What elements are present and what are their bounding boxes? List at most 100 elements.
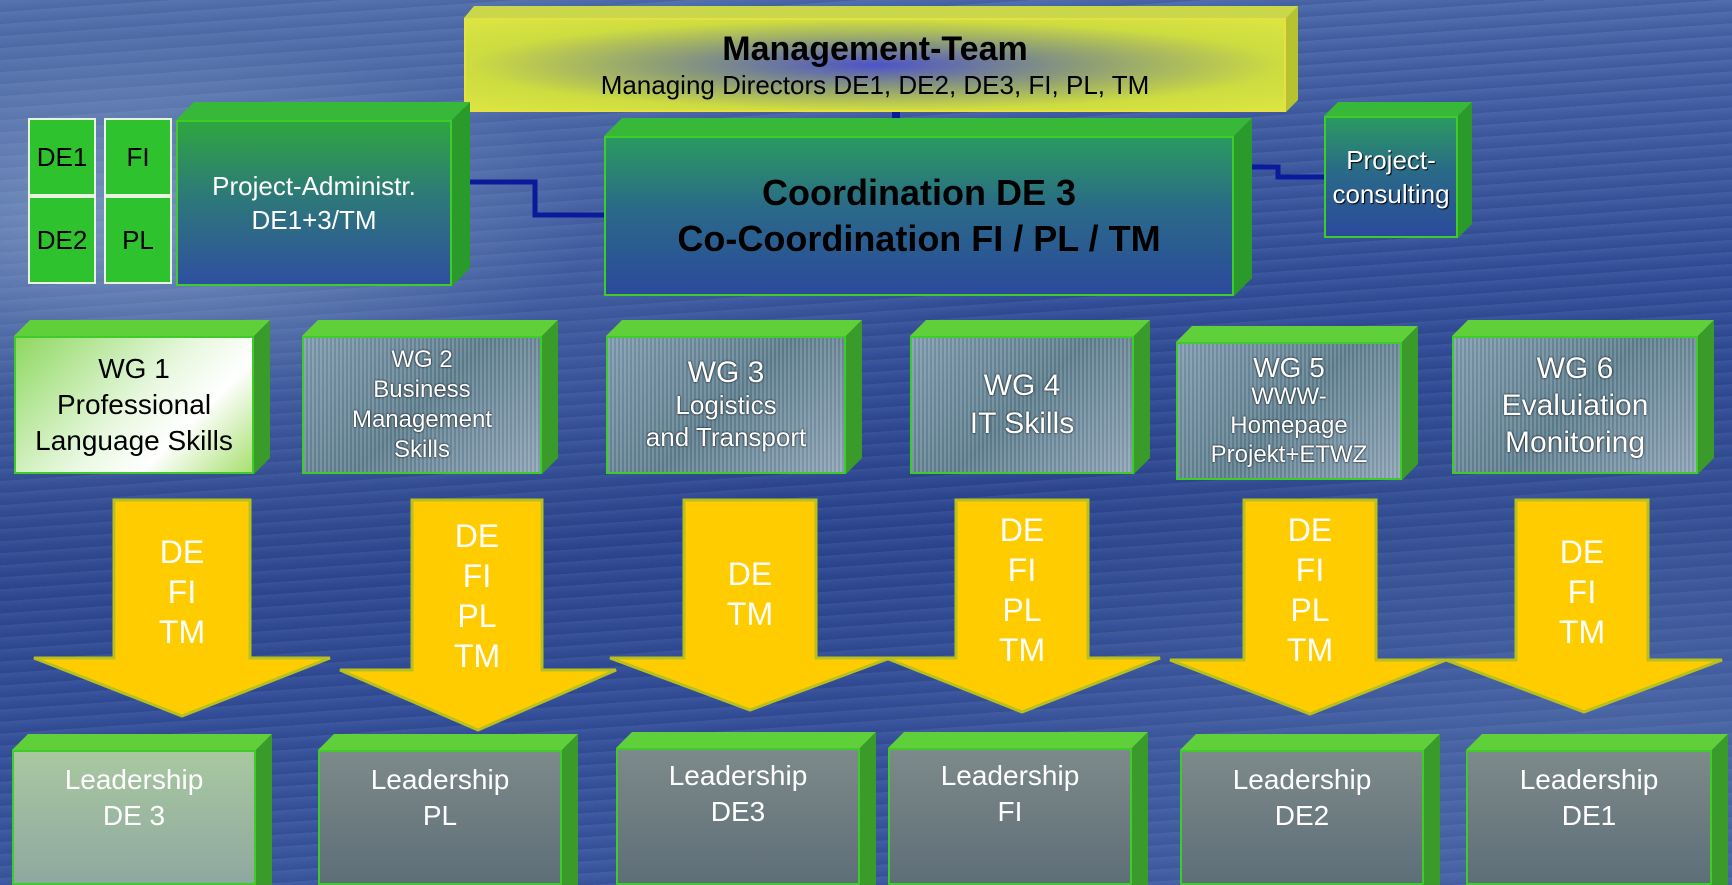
wg5-line2: WWW- <box>1251 383 1327 410</box>
lead3-side-face <box>860 732 876 885</box>
management-title: Management-Team <box>722 30 1028 68</box>
arrow-2-line1: DE <box>454 518 500 554</box>
lead3-line1: Leadership <box>668 760 808 791</box>
arrow-5 <box>1169 498 1447 716</box>
leadership-box-5: Leadership DE2 <box>1180 734 1440 885</box>
coordination-box: Coordination DE 3 Co-Coordination FI / P… <box>604 118 1252 296</box>
wg6-line1: WG 6 <box>1536 351 1614 385</box>
arrow-6 <box>1445 498 1723 714</box>
arrow-4-label: DE FI PL TM <box>962 510 1082 670</box>
lead1-line1: Leadership <box>64 764 204 795</box>
partner-cell-de1: DE1 <box>28 118 96 196</box>
lead3-top-face <box>616 732 876 748</box>
arrow-4 <box>885 498 1161 714</box>
working-group-5: WG 5 WWW- Homepage Projekt+ETWZ <box>1176 326 1418 480</box>
arrow-4-line3: PL <box>1002 592 1042 628</box>
lead4-top-face <box>888 732 1148 748</box>
admin-connector <box>470 179 605 218</box>
wg3-top-face <box>606 320 862 336</box>
working-group-2: WG 2 Business Management Skills <box>302 320 558 474</box>
wg3-line1: WG 3 <box>687 356 765 389</box>
arrow-2-label: DE FI PL TM <box>418 516 536 676</box>
consulting-line1: Project- <box>1346 145 1436 175</box>
management-side-face <box>1286 6 1298 112</box>
arrow-1-line3: TM <box>158 614 206 650</box>
arrow-1-line2: FI <box>167 574 197 610</box>
arrow-4-line4: TM <box>998 632 1046 668</box>
arrow-1 <box>33 498 331 718</box>
leadership-box-2: Leadership PL <box>318 734 578 885</box>
lead2-line1: Leadership <box>370 764 510 795</box>
coordination-top-face <box>604 118 1252 136</box>
lead5-side-face <box>1424 734 1440 885</box>
wg5-top-face <box>1176 326 1418 342</box>
wg6-line3: Monitoring <box>1504 425 1646 459</box>
lead3-line2: DE3 <box>710 796 766 827</box>
consulting-connector <box>1230 164 1326 180</box>
lead4-side-face <box>1132 732 1148 885</box>
project-consulting-box: Project- consulting <box>1324 102 1472 238</box>
lead5-top-face <box>1180 734 1440 750</box>
lead4-line2: FI <box>997 796 1023 827</box>
wg3-side-face <box>846 320 862 474</box>
wg5-line3: Homepage <box>1230 412 1348 439</box>
admin-top-face <box>176 102 470 120</box>
wg5-side-face <box>1402 326 1418 480</box>
management-top-face <box>464 6 1298 18</box>
wg5-line4: Projekt+ETWZ <box>1210 441 1368 468</box>
lead5-line2: DE2 <box>1274 800 1330 831</box>
wg4-top-face <box>910 320 1150 336</box>
consulting-side-face <box>1458 102 1472 238</box>
arrow-5-line1: DE <box>1287 512 1333 548</box>
arrow-4-line2: FI <box>1007 552 1037 588</box>
wg3-line2: Logistics <box>675 390 777 420</box>
leadership-box-4: Leadership FI <box>888 732 1148 885</box>
leadership-box-3: Leadership DE3 <box>616 732 876 885</box>
partner-cell-pl: PL <box>104 196 172 284</box>
wg1-top-face <box>14 320 270 336</box>
lead1-line2: DE 3 <box>102 800 166 831</box>
arrow-5-line4: TM <box>1286 632 1334 668</box>
lead6-top-face <box>1466 734 1728 750</box>
wg1-line2: Professional <box>56 389 212 420</box>
arrow-2-line4: TM <box>453 638 501 674</box>
partner-cell-fi: FI <box>104 118 172 196</box>
admin-side-face <box>452 102 470 286</box>
working-group-1: WG 1 Professional Language Skills <box>14 320 270 474</box>
partner-grid: DE1 FI DE2 PL <box>28 118 176 286</box>
coordination-side-face <box>1234 118 1252 296</box>
arrow-5-line3: PL <box>1290 592 1330 628</box>
lead2-side-face <box>562 734 578 885</box>
working-group-3: WG 3 Logistics and Transport <box>606 320 862 474</box>
wg1-side-face <box>254 320 270 474</box>
leadership-box-6: Leadership DE1 <box>1466 734 1728 885</box>
admin-line1: Project-Administr. <box>212 171 416 201</box>
coordination-line1: Coordination DE 3 <box>762 172 1076 213</box>
wg5-line1: WG 5 <box>1253 352 1325 383</box>
arrow-2-line3: PL <box>457 598 497 634</box>
lead6-side-face <box>1712 734 1728 885</box>
arrow-6-line3: TM <box>1558 614 1606 650</box>
arrow-3-line2: TM <box>726 596 774 632</box>
arrow-6-label: DE FI TM <box>1522 532 1642 652</box>
wg2-line3: Management <box>351 406 493 433</box>
leadership-box-1: Leadership DE 3 <box>12 734 272 885</box>
wg2-line1: WG 2 <box>391 346 453 373</box>
lead6-line2: DE1 <box>1561 800 1617 831</box>
wg1-line1: WG 1 <box>98 353 170 384</box>
arrow-2-line2: FI <box>462 558 492 594</box>
lead2-top-face <box>318 734 578 750</box>
coordination-line2: Co-Coordination FI / PL / TM <box>677 218 1161 259</box>
project-administration-box: Project-Administr. DE1+3/TM <box>176 102 470 286</box>
working-group-6: WG 6 Evaluiation Monitoring <box>1452 320 1714 474</box>
wg2-line4: Skills <box>393 436 450 463</box>
lead1-side-face <box>256 734 272 885</box>
lead4-line1: Leadership <box>940 760 1080 791</box>
arrow-2 <box>339 498 617 732</box>
arrow-1-label: DE FI TM <box>122 532 242 652</box>
arrow-5-line2: FI <box>1295 552 1325 588</box>
wg4-line2: IT Skills <box>969 407 1075 440</box>
management-subtitle: Managing Directors DE1, DE2, DE3, FI, PL… <box>600 70 1150 100</box>
wg2-line2: Business <box>373 376 471 403</box>
